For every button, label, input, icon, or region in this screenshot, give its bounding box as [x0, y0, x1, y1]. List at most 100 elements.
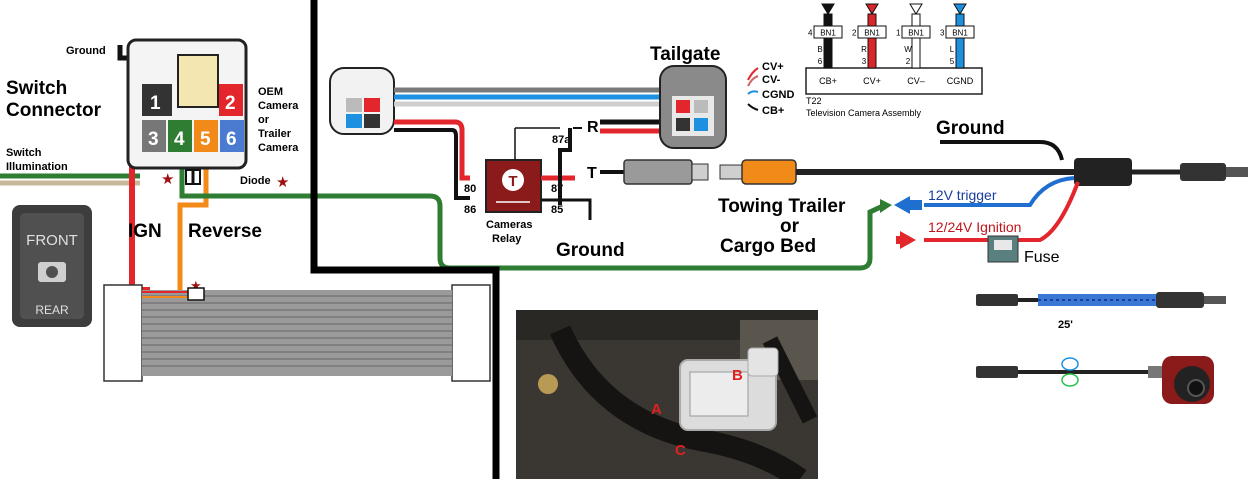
ribbon-harness: [142, 290, 452, 376]
camera-assembly-box: [805, 67, 983, 95]
photo-bolt: [538, 374, 558, 394]
vehicle-pin: [364, 114, 380, 128]
relay-trigger-wire: [179, 150, 887, 271]
green-arrow-head: [880, 199, 892, 213]
trigger-label: 12V trigger: [928, 187, 997, 203]
camera-pin-wire-code: L: [950, 45, 955, 54]
tailgate-pin: [676, 118, 690, 131]
rca-female-tip: [719, 164, 743, 180]
rca-plug-female: [741, 159, 797, 185]
camera-pin-code-box: [901, 25, 931, 39]
fuse-window: [994, 240, 1012, 250]
ignition-arrow-tail: [896, 236, 902, 244]
photo-label-a: A: [651, 401, 662, 418]
connector-latch: [177, 54, 219, 108]
relay-in-red: [394, 119, 470, 181]
camera-assembly: [805, 67, 983, 95]
ignition-arrow-icon: [900, 231, 916, 249]
camera-lens-icon: [1187, 379, 1205, 397]
pin-3-label: 3: [148, 129, 159, 150]
tailgate-pin: [694, 100, 708, 113]
camera-assembly-ref: T22: [806, 96, 822, 106]
camera-pin-number: 3: [940, 29, 945, 38]
relay-pin-86: 86: [464, 204, 476, 216]
divider-line: [310, 0, 500, 479]
relay-ground-label: Ground: [556, 240, 625, 261]
camera-pin-number: 2: [852, 29, 857, 38]
pin-4: [168, 120, 192, 152]
camera-pin-wire-code: W: [904, 45, 912, 54]
vehicle-pin: [346, 114, 362, 128]
camera-pin-code: BN1: [908, 29, 924, 38]
switch-rear-label: REAR: [35, 303, 69, 317]
camera-pin-wire-code: R: [861, 45, 867, 54]
switch-front-label: FRONT: [26, 232, 78, 249]
camera-pin-wire: [823, 13, 833, 69]
legend-cv-minus: CV-: [762, 74, 781, 86]
camera-pin-label: CV+: [863, 76, 881, 86]
camera-pin-code: BN1: [952, 29, 968, 38]
camera-pin-wire: [867, 13, 877, 69]
camera-pin-code-box: [857, 25, 887, 39]
ground-label: Ground: [66, 45, 106, 57]
legend-swatch-cgnd: [747, 90, 759, 95]
ign-label: IGN: [128, 221, 162, 242]
pin-1-label: 1: [150, 93, 161, 114]
pin-6-label: 6: [226, 129, 237, 150]
camera-pin-wire: [911, 13, 921, 69]
pin-6: [220, 120, 244, 152]
pin-5: [194, 120, 218, 152]
star-icon: ★: [161, 171, 174, 188]
extension-braid: [1038, 294, 1156, 306]
photo-label-c: C: [675, 442, 686, 459]
vehicle-pin: [346, 98, 362, 112]
output-plug-tip: [1226, 167, 1248, 177]
camera-pin-position: 2: [906, 57, 911, 66]
pin-5-label: 5: [200, 129, 211, 150]
relay-ground-wire: [541, 198, 592, 220]
camera-pin-arrow-icon: [821, 3, 835, 15]
harness-end-right: [451, 284, 491, 382]
camera-pin-label: CB+: [819, 76, 837, 86]
relay-pin-85: 85: [551, 204, 563, 216]
photo-harness: [549, 325, 807, 484]
relay-pin-80: 80: [464, 183, 476, 195]
camera-pin-label: CV–: [907, 76, 925, 86]
camera-pin-arrow-icon: [953, 3, 967, 15]
diode-label: Diode: [240, 175, 271, 187]
ignition-wire: [924, 181, 1080, 242]
camera-pin-arrow-icon: [865, 3, 879, 15]
right-ground-label: Ground: [936, 118, 1005, 139]
camera-lead-green: [1061, 373, 1079, 387]
camera-pin-wire: [955, 13, 965, 69]
star-icon: ★: [276, 174, 289, 191]
rca-tip: [691, 163, 709, 181]
camera-pin-wire-code: B: [817, 45, 822, 54]
extension-plug-right: [1156, 292, 1204, 308]
legend-swatch-cv-minus: [747, 75, 759, 87]
reverse-label: Reverse: [188, 221, 262, 242]
star-icon: ★: [190, 278, 202, 293]
trigger-wire: [924, 176, 1075, 207]
trigger-arrow-tail: [908, 200, 922, 210]
legend-swatch-cb-plus: [747, 103, 759, 111]
tailgate-title: Tailgate: [650, 44, 720, 65]
cable-length-label: 25': [1058, 319, 1073, 331]
r-label: R: [587, 119, 599, 136]
relay-symbol-label: T: [508, 173, 517, 190]
ignition-label: 12/24V Ignition: [928, 219, 1021, 235]
camera-lead-blue: [1061, 357, 1079, 371]
camera-pin-position: 5: [950, 57, 955, 66]
relay-symbol: [502, 169, 524, 191]
camera-assembly-description: Television Camera Assembly: [806, 108, 922, 118]
camera-pin-code: BN1: [864, 29, 880, 38]
harness-end-left: [103, 284, 143, 382]
ground-lead: [940, 140, 1064, 161]
camera-pin-position: 6: [818, 57, 823, 66]
camera-thread: [1148, 366, 1162, 378]
